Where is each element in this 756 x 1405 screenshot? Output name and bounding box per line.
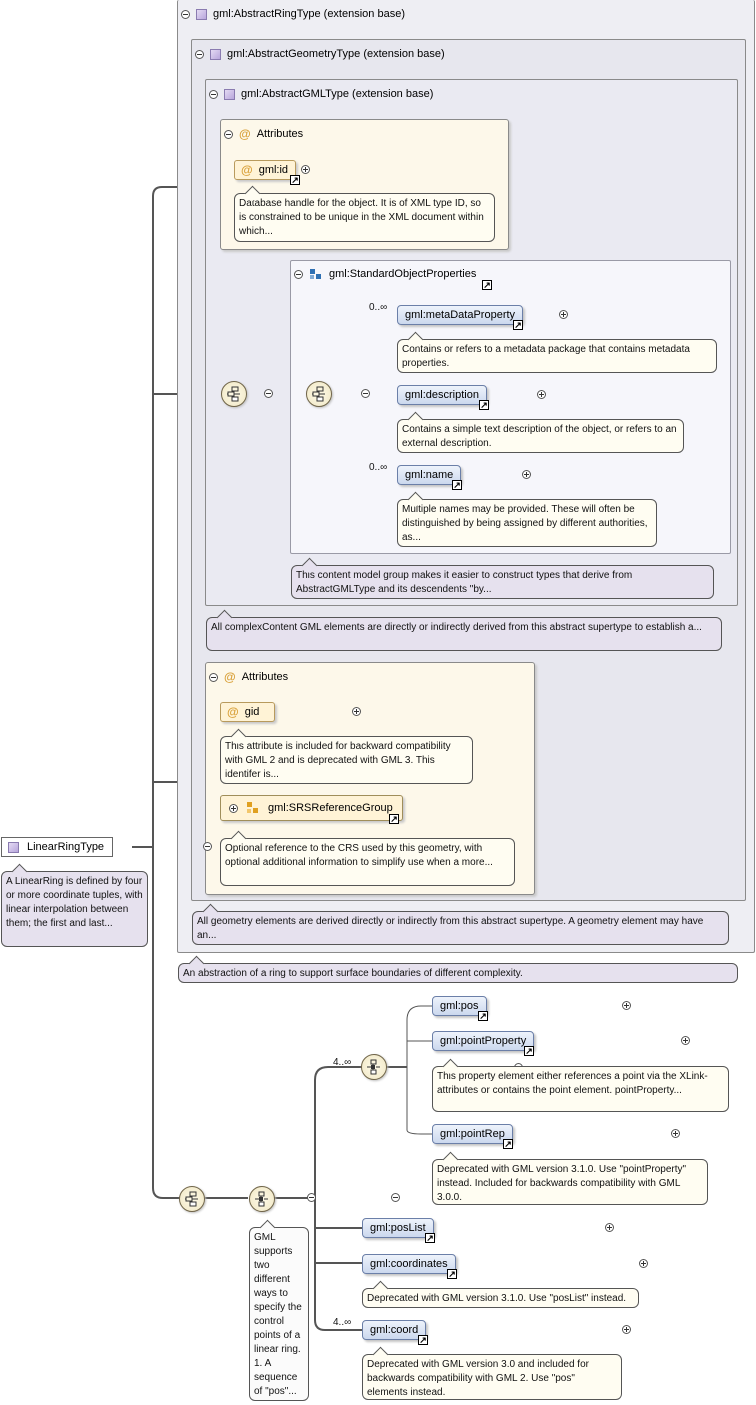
- attribute-gml-id[interactable]: @ gml:id: [234, 160, 296, 180]
- expand-icon[interactable]: [229, 803, 238, 813]
- collapse-toggle[interactable]: [294, 269, 303, 279]
- expand-icon[interactable]: [604, 1223, 614, 1232]
- complex-type-icon: [196, 8, 207, 20]
- attribute-group-name: gml:SRSReferenceGroup: [268, 802, 393, 814]
- expand-icon[interactable]: [621, 1001, 631, 1010]
- collapse-toggle[interactable]: [264, 389, 274, 398]
- attribute-gml-id-note: Database handle for the object. It is of…: [234, 193, 495, 242]
- abstract-geometry-type-title: gml:AbstractGeometryType (extension base…: [227, 48, 445, 60]
- sequence-compositor-icon[interactable]: [221, 381, 247, 407]
- collapse-toggle[interactable]: [390, 1193, 400, 1202]
- link-arrow-icon[interactable]: ↗: [418, 1335, 428, 1345]
- description-note: Contains a simple text description of th…: [397, 419, 684, 453]
- sequence-compositor-icon[interactable]: [179, 1186, 205, 1212]
- link-arrow-icon[interactable]: ↗: [482, 280, 492, 290]
- link-arrow-icon[interactable]: ↗: [447, 1269, 457, 1279]
- expand-icon[interactable]: [522, 470, 532, 479]
- collapse-toggle[interactable]: [306, 1193, 316, 1202]
- link-arrow-icon[interactable]: ↗: [524, 1046, 534, 1056]
- collapse-toggle[interactable]: [224, 129, 233, 139]
- expand-icon[interactable]: [622, 1325, 631, 1334]
- expand-icon[interactable]: [537, 390, 547, 399]
- collapse-toggle[interactable]: [209, 89, 218, 99]
- sequence-compositor-icon[interactable]: [306, 381, 332, 407]
- attribute-gid-note: This attribute is included for backward …: [220, 736, 473, 784]
- link-arrow-icon[interactable]: ↗: [425, 1233, 435, 1243]
- root-complex-type[interactable]: LinearRingType: [1, 837, 113, 857]
- attribute-group-icon: [247, 802, 258, 813]
- link-arrow-icon[interactable]: ↗: [479, 400, 489, 410]
- element-gml-pointrep[interactable]: gml:pointRep: [432, 1124, 513, 1144]
- coord-note: Deprecated with GML version 3.0 and incl…: [362, 1354, 622, 1400]
- abstract-gml-type-header: gml:AbstractGMLType (extension base): [209, 88, 433, 100]
- element-gml-pos[interactable]: gml:pos: [432, 996, 487, 1016]
- coordinates-note: Deprecated with GML version 3.1.0. Use "…: [362, 1288, 639, 1308]
- expand-icon[interactable]: [301, 165, 310, 174]
- attribute-icon: @: [241, 163, 253, 177]
- element-gml-name[interactable]: gml:name: [397, 465, 462, 485]
- abstract-geometry-type-header: gml:AbstractGeometryType (extension base…: [195, 48, 445, 60]
- element-gml-pointproperty[interactable]: gml:pointProperty: [432, 1031, 535, 1051]
- expand-icon[interactable]: [638, 1259, 648, 1268]
- abstract-ring-type-header: gml:AbstractRingType (extension base): [181, 8, 405, 20]
- attribute-name: gid: [244, 706, 260, 718]
- element-gml-coordinates[interactable]: gml:coordinates: [362, 1254, 456, 1274]
- abstract-gml-type-note: All complexContent GML elements are dire…: [206, 617, 722, 651]
- choice-compositor-icon[interactable]: [249, 1186, 275, 1212]
- collapse-toggle[interactable]: [181, 9, 190, 19]
- abstract-ring-type-title: gml:AbstractRingType (extension base): [213, 8, 405, 20]
- standard-object-properties-note: This content model group makes it easier…: [291, 565, 714, 599]
- group-icon: [310, 269, 321, 279]
- attributes-header: @ Attributes: [209, 670, 288, 684]
- name-note: Multiple names may be provided. These wi…: [397, 499, 657, 547]
- link-arrow-icon[interactable]: ↗: [452, 480, 462, 490]
- attribute-group-srs-reference[interactable]: gml:SRSReferenceGroup: [220, 795, 403, 821]
- choice-compositor-icon[interactable]: [361, 1054, 387, 1080]
- attribute-icon: @: [224, 670, 236, 684]
- attribute-icon: @: [227, 705, 239, 719]
- pointproperty-note: This property element either references …: [432, 1066, 729, 1112]
- attributes-title: Attributes: [256, 128, 304, 140]
- abstract-ring-type-note: An abstraction of a ring to support surf…: [178, 963, 738, 983]
- link-arrow-icon[interactable]: ↗: [513, 320, 523, 330]
- attributes-header: @ Attributes: [224, 127, 303, 141]
- cardinality-label: 0..∞: [369, 302, 388, 313]
- cardinality-label: 4..∞: [333, 1057, 352, 1068]
- pointrep-note: Deprecated with GML version 3.1.0. Use "…: [432, 1159, 708, 1205]
- attribute-name: gml:id: [258, 164, 289, 176]
- standard-object-properties-header: gml:StandardObjectProperties: [294, 268, 476, 280]
- collapse-toggle[interactable]: [209, 672, 218, 682]
- element-gml-description[interactable]: gml:description: [397, 385, 487, 405]
- collapse-toggle[interactable]: [203, 842, 213, 851]
- metadataproperty-note: Contains or refers to a metadata package…: [397, 339, 717, 373]
- cardinality-label: 0..∞: [369, 462, 388, 473]
- srs-reference-group-note: Optional reference to the CRS used by th…: [220, 838, 515, 886]
- expand-icon[interactable]: [670, 1129, 680, 1138]
- abstract-geometry-type-note: All geometry elements are derived direct…: [192, 911, 729, 945]
- root-note: A LinearRing is defined by four or more …: [1, 871, 148, 947]
- complex-type-icon: [8, 841, 19, 853]
- element-gml-coord[interactable]: gml:coord: [362, 1320, 427, 1340]
- link-arrow-icon[interactable]: ↗: [290, 175, 300, 185]
- complex-type-icon: [224, 88, 235, 100]
- collapse-toggle[interactable]: [195, 49, 204, 59]
- choice-note: GML supports two different ways to speci…: [249, 1227, 309, 1401]
- element-gml-poslist[interactable]: gml:posList: [362, 1218, 434, 1238]
- cardinality-label: 4..∞: [333, 1317, 352, 1328]
- attributes-title: Attributes: [241, 671, 289, 683]
- expand-icon[interactable]: [559, 310, 569, 319]
- attribute-gid[interactable]: @ gid: [220, 702, 275, 722]
- expand-icon[interactable]: [680, 1036, 690, 1045]
- link-arrow-icon[interactable]: ↗: [389, 814, 399, 824]
- standard-object-properties-title: gml:StandardObjectProperties: [329, 268, 477, 280]
- root-name: LinearRingType: [27, 841, 105, 853]
- abstract-gml-type-title: gml:AbstractGMLType (extension base): [241, 88, 434, 100]
- element-gml-metadataproperty[interactable]: gml:metaDataProperty: [397, 305, 524, 325]
- link-arrow-icon[interactable]: ↗: [503, 1139, 513, 1149]
- link-arrow-icon[interactable]: ↗: [478, 1011, 488, 1021]
- attribute-icon: @: [239, 127, 251, 141]
- collapse-toggle[interactable]: [361, 389, 371, 398]
- expand-icon[interactable]: [352, 707, 362, 716]
- complex-type-icon: [210, 48, 221, 60]
